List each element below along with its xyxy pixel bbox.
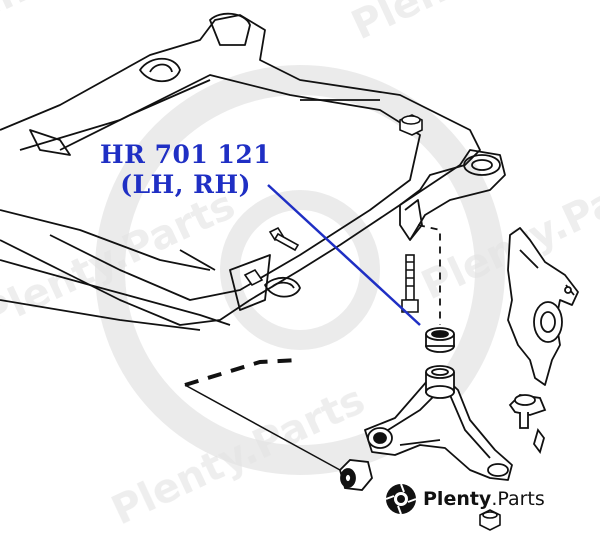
brand-logo: Plenty.Parts — [385, 483, 545, 515]
subframe — [0, 12, 481, 331]
upper-nut — [399, 114, 423, 136]
watermark-text: Plenty.Parts — [0, 0, 192, 49]
lower-control-arm — [364, 377, 513, 481]
part-number: HR 701 121 — [100, 140, 272, 169]
camera-aperture-logo-icon — [385, 483, 417, 515]
arm-front-bushing — [425, 365, 455, 399]
bolt-marker — [243, 268, 264, 287]
subframe-bracket-right — [399, 149, 506, 241]
rear-bushing — [338, 459, 373, 491]
ball-joint — [508, 394, 547, 454]
callout-leader — [267, 184, 421, 326]
assembly-guide-lines — [184, 224, 441, 471]
part-side: (LH, RH) — [120, 170, 251, 199]
target-bushing — [425, 327, 455, 353]
small-bolt — [268, 226, 300, 252]
part-number-label: HR 701 121 (LH, RH) — [100, 140, 271, 200]
long-bolt — [401, 254, 419, 313]
watermark-text: Plenty.Parts — [345, 0, 600, 49]
brand-name: Plenty — [423, 488, 492, 510]
brand-suffix: .Parts — [491, 488, 545, 510]
steering-knuckle — [507, 227, 579, 386]
bottom-nut — [479, 509, 501, 531]
